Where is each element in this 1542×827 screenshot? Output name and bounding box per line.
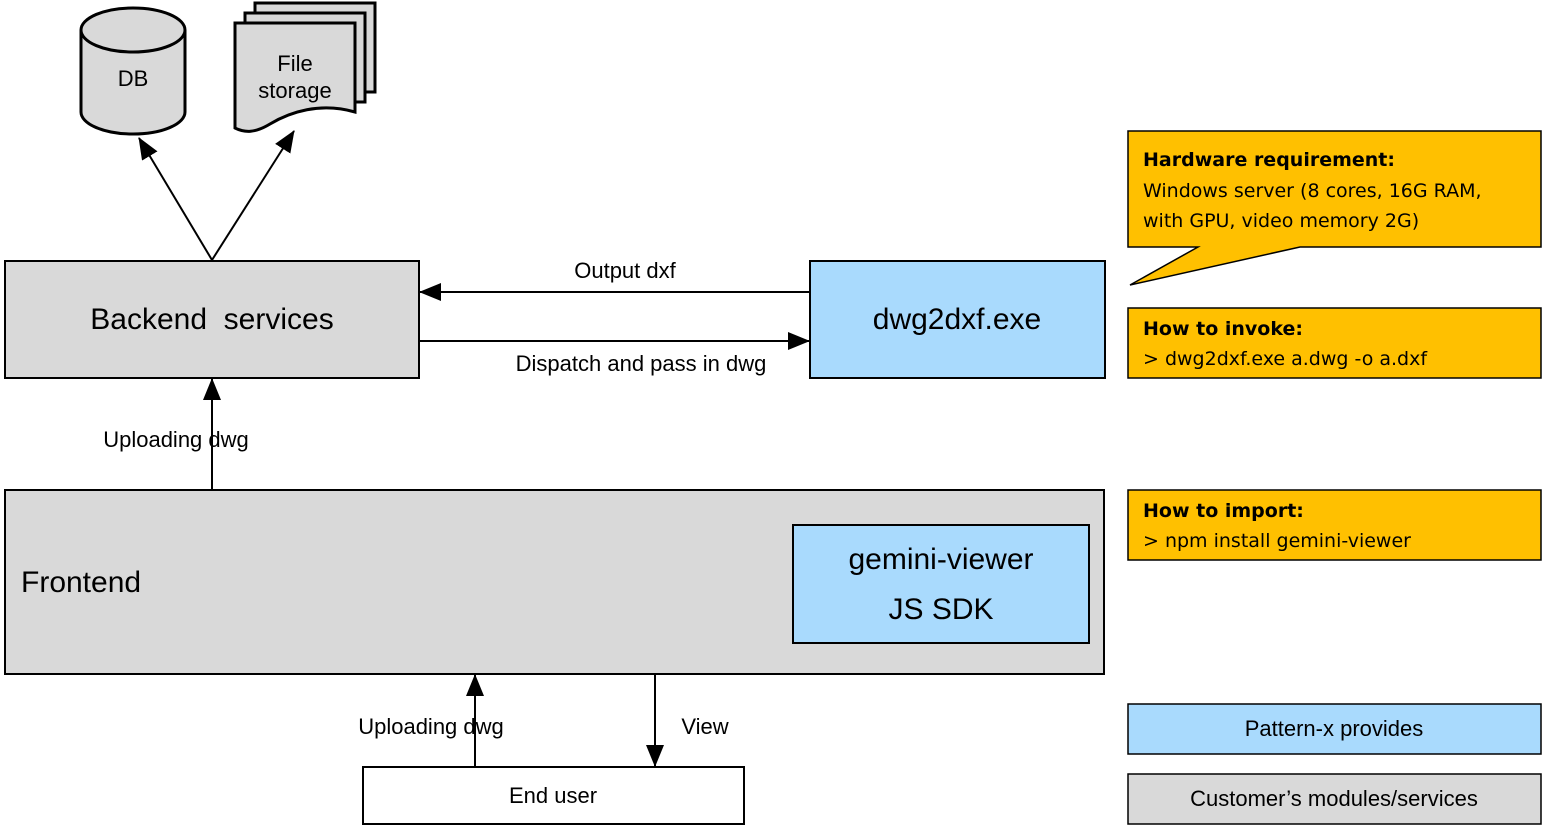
file-storage-label-2: storage [258, 78, 331, 103]
sdk-label-2: JS SDK [888, 593, 993, 626]
backend-services-label: Backend services [90, 303, 333, 336]
dispatch-label: Dispatch and pass in dwg [516, 351, 767, 376]
how-to-import-note: How to import: > npm install gemini-view… [1127, 489, 1542, 561]
output-dxf-label: Output dxf [574, 258, 676, 283]
backend-services-box: Backend services [4, 260, 420, 379]
gemini-viewer-sdk-box: gemini-viewer JS SDK [792, 524, 1090, 644]
import-title: How to import: [1143, 500, 1304, 522]
legend-customer: Customer’s modules/services [1127, 773, 1542, 825]
invoke-command: > dwg2dxf.exe a.dwg -o a.dxf [1143, 348, 1428, 370]
arrow-backend-to-db [138, 137, 213, 261]
hardware-line-1: Windows server (8 cores, 16G RAM, [1143, 180, 1482, 202]
hardware-line-2: with GPU, video memory 2G) [1143, 210, 1419, 232]
end-user-box: End user [362, 766, 745, 825]
end-user-label: End user [509, 783, 597, 808]
upload-backend-label: Uploading dwg [103, 427, 249, 452]
dwg2dxf-label: dwg2dxf.exe [873, 303, 1041, 336]
dwg2dxf-box: dwg2dxf.exe [809, 260, 1106, 379]
hardware-title: Hardware requirement: [1143, 149, 1395, 171]
legend-customer-label: Customer’s modules/services [1190, 786, 1478, 811]
sdk-label-1: gemini-viewer [848, 543, 1033, 576]
legend-pattern-x-label: Pattern-x provides [1245, 716, 1424, 741]
file-storage-shape: File storage [233, 1, 377, 133]
arrow-backend-to-file-storage [211, 130, 295, 261]
file-storage-label-1: File [277, 51, 312, 76]
invoke-title: How to invoke: [1143, 318, 1303, 340]
db-label: DB [118, 66, 149, 91]
hardware-requirement-callout: Hardware requirement: Windows server (8 … [1127, 130, 1542, 286]
frontend-label: Frontend [21, 566, 141, 599]
upload-frontend-label: Uploading dwg [358, 714, 504, 739]
how-to-invoke-note: How to invoke: > dwg2dxf.exe a.dwg -o a.… [1127, 307, 1542, 379]
legend-pattern-x: Pattern-x provides [1127, 703, 1542, 755]
import-command: > npm install gemini-viewer [1143, 530, 1411, 552]
view-label: View [681, 714, 728, 739]
db-cylinder: DB [79, 6, 187, 136]
